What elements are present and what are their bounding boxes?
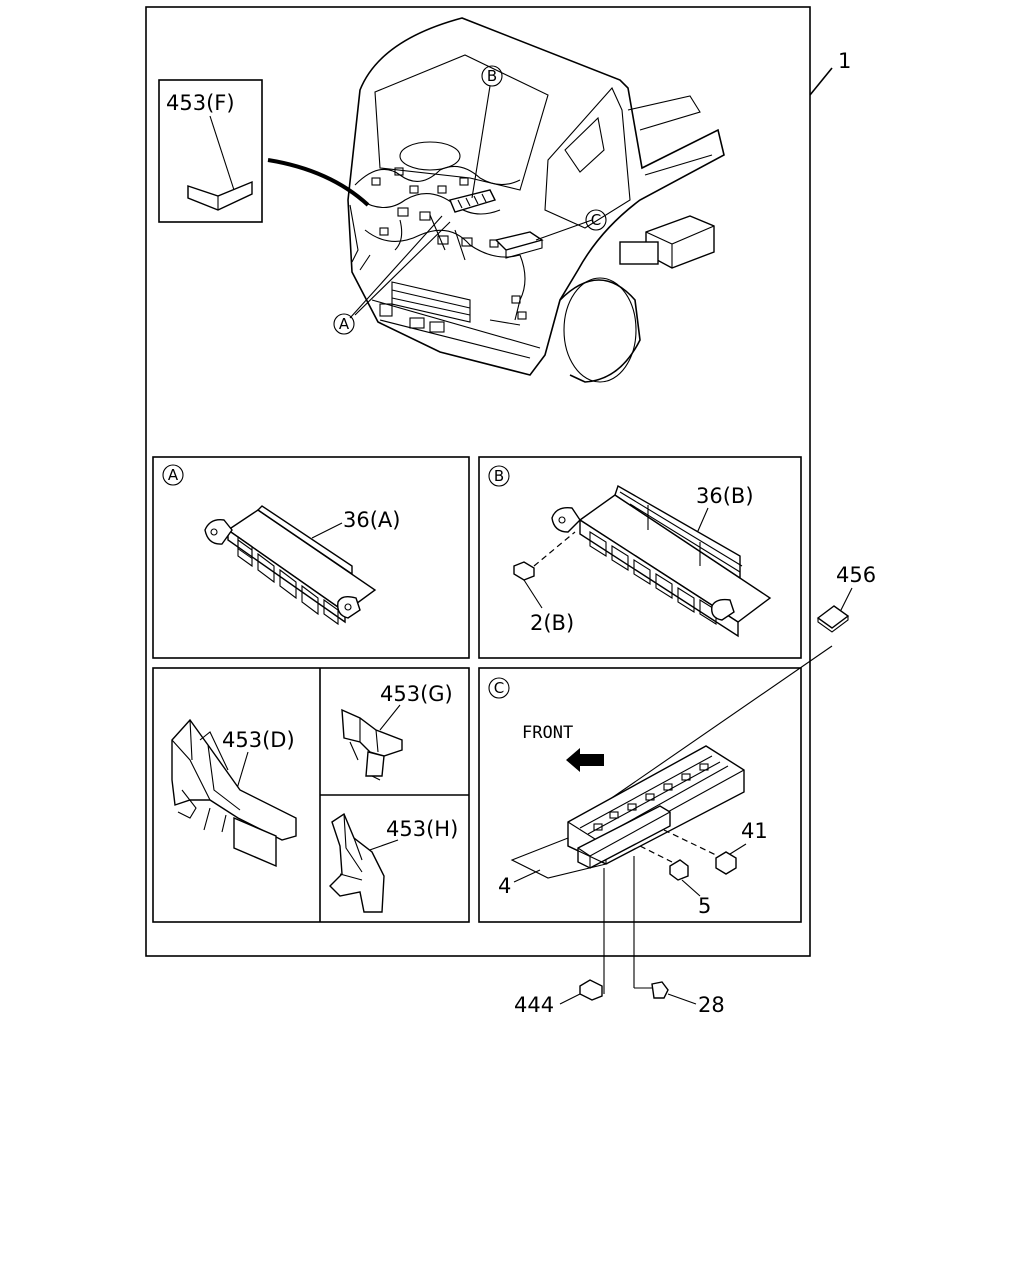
panel-a [152,456,470,659]
truck-overview [267,17,725,383]
marker-c-truck-text: C [591,211,601,229]
marker-b-truck-text: B [487,67,497,85]
part-444 [579,979,603,1001]
part-453g [341,708,403,781]
callout-1: 1 [838,49,851,73]
marker-b-panel-text: B [494,467,504,485]
callout-453f: 453(F) [166,91,235,115]
callout-453d: 453(D) [222,728,295,752]
callout-4: 4 [498,874,511,898]
marker-b-panel [488,465,510,487]
arrow-left-icon [566,748,604,772]
part-36a [204,505,377,626]
part-5 [669,859,689,881]
part-2b [513,561,535,581]
marker-c-panel [488,677,510,699]
marker-a-truck-text: A [339,315,350,333]
callout-456: 456 [836,563,876,587]
leader-1 [809,67,833,96]
callout-28: 28 [698,993,725,1017]
marker-a-panel-text: A [168,466,179,484]
part-453f [187,180,253,211]
part-36b [551,484,772,638]
callout-41: 41 [741,819,768,843]
marker-c-panel-text: C [494,679,504,697]
marker-c-truck [585,209,607,231]
panel-c [478,667,802,923]
marker-a-truck [333,313,355,335]
inset-f-connector [267,158,370,207]
marker-b-truck [481,65,503,87]
callout-5: 5 [698,894,711,918]
part-453h [329,812,385,913]
part-28 [651,981,669,999]
outer-frame [145,6,811,957]
panel-b [478,456,802,659]
callout-444: 444 [514,993,554,1017]
callout-453g: 453(G) [380,682,453,706]
callout-2b: 2(B) [530,611,574,635]
part-453d [171,718,297,868]
part-4 [510,745,745,879]
label-front: FRONT [522,723,573,743]
inset-453f-box [158,79,263,223]
marker-a-panel [162,464,184,486]
callout-36a: 36(A) [343,508,400,532]
callout-36b: 36(B) [696,484,754,508]
callout-453h: 453(H) [386,817,458,841]
part-41 [715,851,737,875]
